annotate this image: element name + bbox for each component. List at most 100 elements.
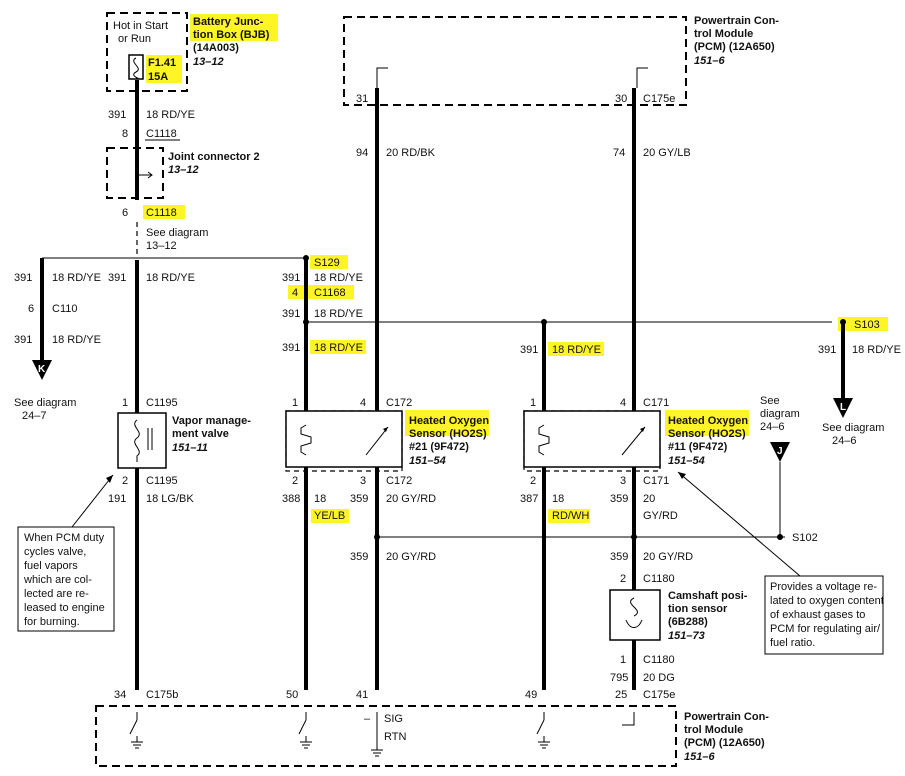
pin-1: 1 bbox=[292, 397, 298, 409]
connector-c1180-top: C1180 bbox=[643, 573, 675, 585]
wire-color-yelb: YE/LB bbox=[314, 510, 345, 522]
cmp-ref: 151–73 bbox=[668, 630, 705, 642]
bjb-hot-2: or Run bbox=[118, 33, 151, 45]
wire-color-rdye: 18 RD/YE bbox=[552, 344, 601, 356]
see-24-6-a: See diagram bbox=[822, 422, 884, 434]
pin-50: 50 bbox=[286, 689, 298, 701]
fuse-element bbox=[133, 57, 139, 79]
pcm-minus: – bbox=[364, 713, 371, 725]
vapor-valve-box bbox=[117, 412, 167, 469]
wire-color-gyrd: 20 GY/RD bbox=[643, 551, 693, 563]
jc2-name: Joint connector 2 bbox=[168, 151, 260, 163]
bjb-hot-1: Hot in Start bbox=[113, 20, 168, 32]
pin-49: 49 bbox=[525, 689, 537, 701]
wire-color-gylb: 20 GY/LB bbox=[643, 147, 691, 159]
highlight bbox=[190, 14, 278, 41]
pin-41: 41 bbox=[356, 689, 368, 701]
splice-s129: S129 bbox=[314, 257, 340, 269]
pcm-driver-switch-icon bbox=[129, 712, 143, 749]
note-pointer bbox=[677, 471, 801, 577]
circuit-359: 359 bbox=[350, 493, 368, 505]
note-pcm-duty-box bbox=[17, 526, 115, 632]
wire-color-lgbk: 18 LG/BK bbox=[146, 493, 194, 505]
circuit-391: 391 bbox=[108, 272, 126, 284]
pin-34: 34 bbox=[114, 689, 126, 701]
highlight bbox=[143, 205, 185, 219]
splice-dot bbox=[374, 534, 380, 540]
circuit-191: 191 bbox=[108, 493, 126, 505]
pin-2: 2 bbox=[292, 475, 298, 487]
ho2s11-name-2: Sensor (HO2S) bbox=[668, 428, 746, 440]
splice-dot bbox=[840, 319, 846, 325]
connector-c171-top: C171 bbox=[643, 397, 669, 409]
bjb-part: (14A003) bbox=[193, 42, 239, 54]
connector-c172-top: C172 bbox=[386, 397, 412, 409]
note-line: fuel ratio. bbox=[770, 637, 815, 649]
ho2s21-name-1: Heated Oxygen bbox=[409, 415, 489, 427]
bjb-ref: 13–12 bbox=[193, 56, 224, 68]
pin-31: 31 bbox=[356, 93, 368, 105]
see-13-12-a: See diagram bbox=[146, 227, 208, 239]
pcm-bottom-name-2: trol Module bbox=[684, 724, 743, 736]
connector-c1195-bottom: C1195 bbox=[146, 475, 178, 487]
pin-8: 8 bbox=[122, 128, 128, 140]
vmv-name-2: ment valve bbox=[172, 428, 229, 440]
highlight bbox=[405, 410, 489, 436]
connector-c1118-bottom: C1118 bbox=[146, 207, 177, 219]
circuit-388: 388 bbox=[282, 493, 300, 505]
heater-icon bbox=[538, 424, 550, 456]
ho2s21-name-2: Sensor (HO2S) bbox=[409, 428, 487, 440]
pin-25: 25 bbox=[615, 689, 627, 701]
bjb-box bbox=[106, 12, 188, 92]
pin-1: 1 bbox=[530, 397, 536, 409]
circuit-359: 359 bbox=[610, 551, 628, 563]
note-line: When PCM duty bbox=[24, 532, 105, 544]
letter-k: K bbox=[38, 364, 46, 375]
highlight bbox=[146, 55, 182, 83]
vmv-name-1: Vapor manage- bbox=[172, 415, 251, 427]
cmp-name-2: tion sensor bbox=[668, 603, 728, 615]
circuit-391: 391 bbox=[14, 334, 32, 346]
arrow-l-icon bbox=[833, 398, 853, 418]
highlight bbox=[665, 410, 749, 436]
ho2s11-name-1: Heated Oxygen bbox=[668, 415, 748, 427]
pcm-pin-hook bbox=[376, 67, 388, 88]
note-line: Provides a voltage re- bbox=[770, 581, 877, 593]
pin-3: 3 bbox=[360, 475, 366, 487]
wire-color-rdye: 18 RD/YE bbox=[52, 272, 101, 284]
sensor-variable-icon bbox=[365, 426, 389, 456]
wire-color-dg: 20 DG bbox=[643, 672, 675, 684]
see-j-2: diagram bbox=[760, 408, 800, 420]
highlight bbox=[311, 509, 349, 523]
see-j-3: 24–6 bbox=[760, 421, 784, 433]
connector-c175b: C175b bbox=[146, 689, 178, 701]
wire-color-rdye: 18 RD/YE bbox=[314, 272, 363, 284]
splice-dot bbox=[303, 255, 309, 261]
pcm-driver-switch-icon bbox=[298, 712, 312, 749]
connector-c175e-top: C175e bbox=[643, 93, 675, 105]
circuit-387: 387 bbox=[520, 493, 538, 505]
connector-c1118-top: C1118 bbox=[146, 128, 177, 140]
pin-30: 30 bbox=[615, 93, 627, 105]
circuit-94: 94 bbox=[356, 147, 368, 159]
sensor-variable-icon bbox=[621, 426, 646, 456]
see-j-1: See bbox=[760, 395, 780, 407]
splice-dot bbox=[777, 534, 783, 540]
circuit-359: 359 bbox=[610, 493, 628, 505]
circuit-391: 391 bbox=[282, 272, 300, 284]
pin-1: 1 bbox=[122, 397, 128, 409]
highlight bbox=[548, 509, 590, 523]
connector-c175e-bottom: C175e bbox=[643, 689, 675, 701]
arrow-j-icon bbox=[770, 442, 790, 462]
sensor-arrow bbox=[640, 427, 645, 432]
jc2-ref: 13–12 bbox=[168, 164, 199, 176]
pin-4: 4 bbox=[360, 397, 366, 409]
pcm-rtn: RTN bbox=[384, 731, 406, 743]
note-line: lated to oxygen content bbox=[770, 595, 884, 607]
see-24-7-a: See diagram bbox=[14, 397, 76, 409]
wire-gauge-18: 18 bbox=[314, 493, 326, 505]
pcm-driver-switch-icon bbox=[536, 712, 550, 749]
note-pointer bbox=[71, 474, 114, 528]
pcm-top-name-3: (PCM) (12A650) bbox=[694, 41, 775, 53]
note-line: cycles valve, bbox=[24, 546, 86, 558]
